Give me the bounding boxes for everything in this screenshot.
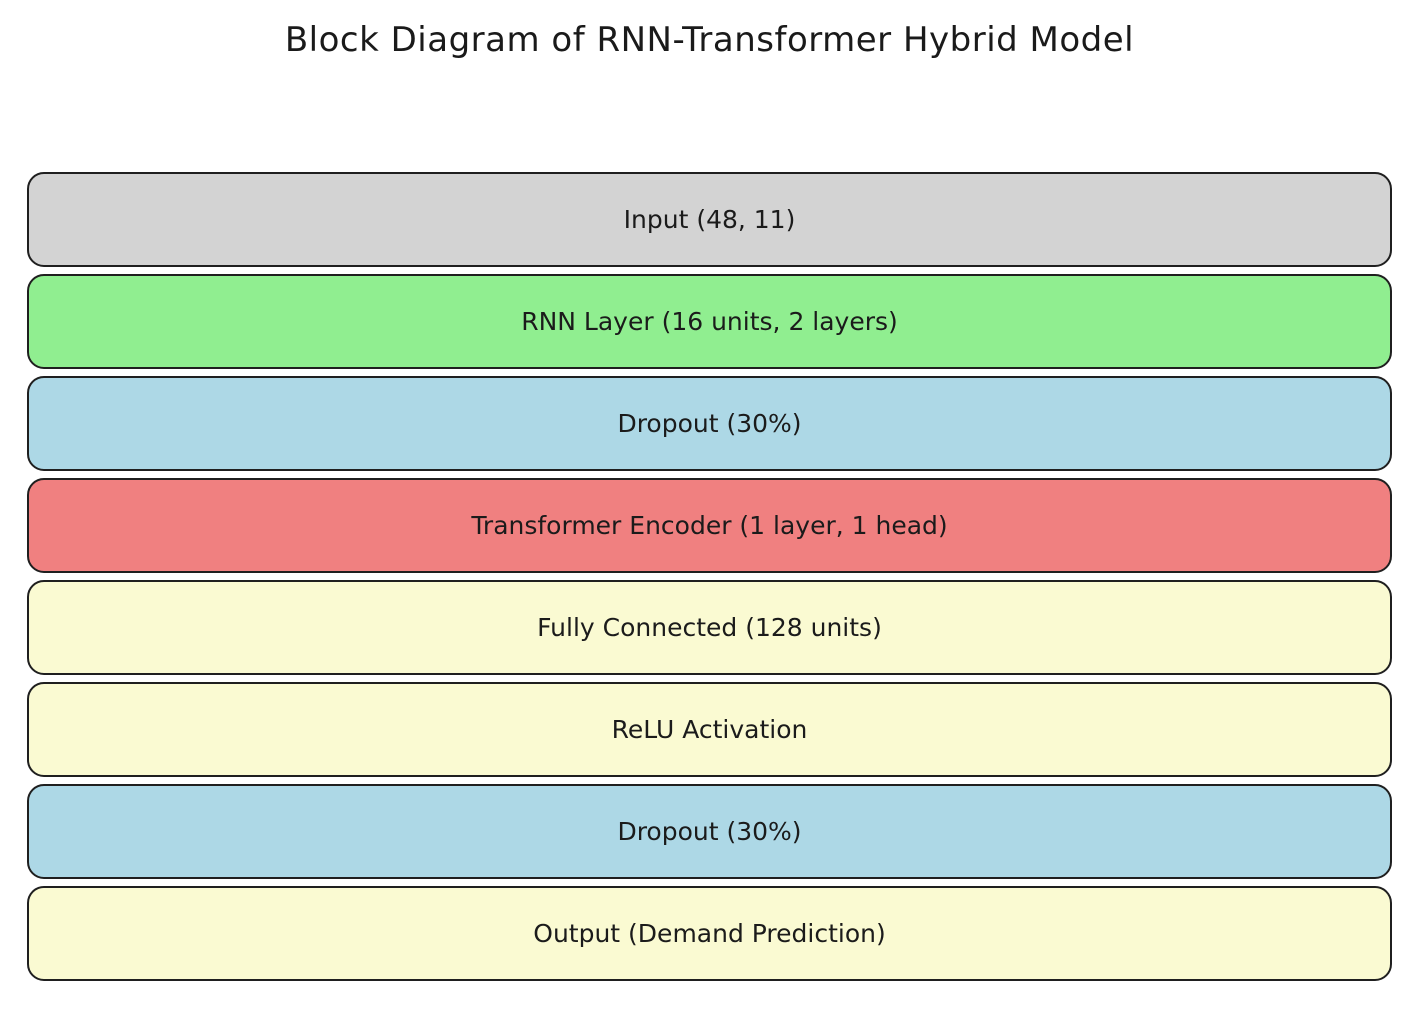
diagram-block: Input (48, 11) — [27, 172, 1392, 267]
diagram-block: Output (Demand Prediction) — [27, 886, 1392, 981]
block-label: Transformer Encoder (1 layer, 1 head) — [471, 511, 948, 540]
diagram-title: Block Diagram of RNN-Transformer Hybrid … — [284, 20, 1135, 60]
block-label: ReLU Activation — [611, 715, 808, 744]
diagram-block: Dropout (30%) — [27, 784, 1392, 879]
block-label: Dropout (30%) — [617, 817, 802, 846]
diagram-block: Transformer Encoder (1 layer, 1 head) — [27, 478, 1392, 573]
block-label: RNN Layer (16 units, 2 layers) — [521, 307, 898, 336]
diagram-block: ReLU Activation — [27, 682, 1392, 777]
diagram-block: Dropout (30%) — [27, 376, 1392, 471]
block-label: Input (48, 11) — [623, 205, 796, 234]
diagram-block: Fully Connected (128 units) — [27, 580, 1392, 675]
diagram-block: RNN Layer (16 units, 2 layers) — [27, 274, 1392, 369]
block-stack: Input (48, 11) RNN Layer (16 units, 2 la… — [27, 172, 1392, 981]
block-label: Dropout (30%) — [617, 409, 802, 438]
block-label: Fully Connected (128 units) — [537, 613, 882, 642]
block-label: Output (Demand Prediction) — [533, 919, 886, 948]
